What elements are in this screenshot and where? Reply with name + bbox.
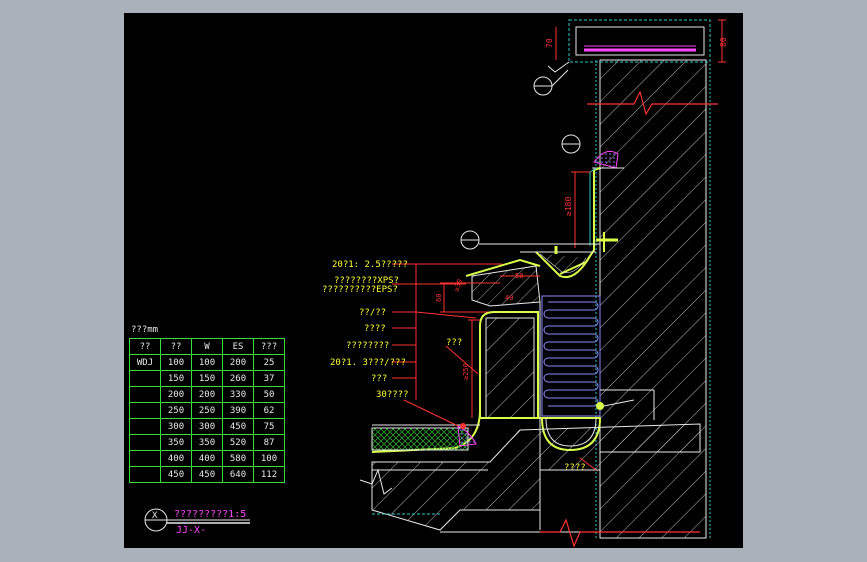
table-header-cell: ??? <box>253 338 285 355</box>
section-marker-low <box>460 230 618 250</box>
table-cell <box>129 386 161 403</box>
gutter-slab <box>440 258 541 313</box>
table-cell: 200 <box>160 386 192 403</box>
section-marker-mid <box>561 134 581 154</box>
table-cell: 100 <box>191 354 223 371</box>
dim-label-gutter-width: 50 <box>515 272 523 280</box>
table-cell: 450 <box>160 466 192 483</box>
section-ref: JJ-X- <box>176 525 206 536</box>
dim-label-lower: ≥250 <box>462 363 470 380</box>
callout-8: ??? <box>371 374 387 384</box>
table-cell: 112 <box>253 466 285 483</box>
table-cell: 200 <box>222 354 254 371</box>
outlet-clamp <box>554 232 635 410</box>
leader-lines <box>392 263 597 471</box>
bottom-label: ???? <box>564 463 586 473</box>
callout-1: 20?1: 2.5????? <box>332 260 408 270</box>
table-cell <box>129 450 161 467</box>
table-cell: 87 <box>253 434 285 451</box>
table-cell: 260 <box>222 370 254 387</box>
table-cell <box>129 434 161 451</box>
dim-label-gutter-height: 60 <box>435 294 443 302</box>
dimension-mid <box>571 171 590 248</box>
dimension-top-right <box>555 19 726 63</box>
table-cell: 150 <box>191 370 223 387</box>
callout-2: ????????XPS? <box>334 276 399 286</box>
table-cell: 200 <box>191 386 223 403</box>
callout-6: ???????? <box>346 341 389 351</box>
table-header-cell: W <box>191 338 223 355</box>
table-cell: WDJ <box>129 354 161 371</box>
section-title: ?????????1:5 <box>174 509 246 520</box>
table-cell <box>129 418 161 435</box>
table-cell <box>129 466 161 483</box>
roof-insulation <box>371 423 480 451</box>
callout-9: 30???? <box>376 390 409 400</box>
dim-label-top-a: 70 <box>545 38 554 48</box>
table-cell: 400 <box>160 450 192 467</box>
table-cell <box>129 402 161 419</box>
callout-7: 20?1. 3???/??? <box>330 358 406 368</box>
dim-label-gutter-a: 40 <box>505 294 513 302</box>
table-cell: 25 <box>253 354 285 371</box>
dim-label-mid: ≥180 <box>564 197 573 216</box>
table-cell: 520 <box>222 434 254 451</box>
callout-3: ??????????EPS? <box>322 285 398 295</box>
break-line-upper <box>587 90 718 116</box>
table-cell: 100 <box>160 354 192 371</box>
table-cell: 640 <box>222 466 254 483</box>
table-cell: 50 <box>253 386 285 403</box>
table-header-cell: ?? <box>160 338 192 355</box>
table-cell: 150 <box>160 370 192 387</box>
parapet-wall <box>595 59 711 539</box>
table-cell: 350 <box>160 434 192 451</box>
table-cell: 37 <box>253 370 285 387</box>
table-cell: 62 <box>253 402 285 419</box>
break-line-lower <box>359 468 700 548</box>
table-header-row: ?? ?? W ES ??? <box>129 338 285 355</box>
table-cell: 75 <box>253 418 285 435</box>
pipe-label: ??? <box>446 338 462 348</box>
dim-label-gutter-slope: ≥30 <box>452 278 464 293</box>
table-cell: 450 <box>222 418 254 435</box>
section-marker-top <box>533 69 569 96</box>
table-cell: 390 <box>222 402 254 419</box>
roof-slab <box>371 302 701 533</box>
table-cell: 300 <box>191 418 223 435</box>
table-unit-label: ???mm <box>131 325 159 335</box>
table-cell <box>129 370 161 387</box>
table-header-cell: ES <box>222 338 254 355</box>
table-cell: 250 <box>160 402 192 419</box>
rain-hopper <box>520 251 596 278</box>
table-cell: 100 <box>253 450 285 467</box>
dim-label-top-b: 80 <box>719 37 728 47</box>
coping-cap <box>547 19 711 73</box>
table-cell: 450 <box>191 466 223 483</box>
insulation-coil <box>541 295 601 417</box>
table-cell: 330 <box>222 386 254 403</box>
table-cell: 350 <box>191 434 223 451</box>
section-marker-letter: X <box>152 511 158 521</box>
table-header-cell: ?? <box>129 338 161 355</box>
section-title-block <box>144 508 250 532</box>
table-cell: 580 <box>222 450 254 467</box>
table-cell: 300 <box>160 418 192 435</box>
callout-4: ??/?? <box>359 308 386 318</box>
table-cell: 400 <box>191 450 223 467</box>
table-cell: 250 <box>191 402 223 419</box>
callout-5: ???? <box>364 324 386 334</box>
